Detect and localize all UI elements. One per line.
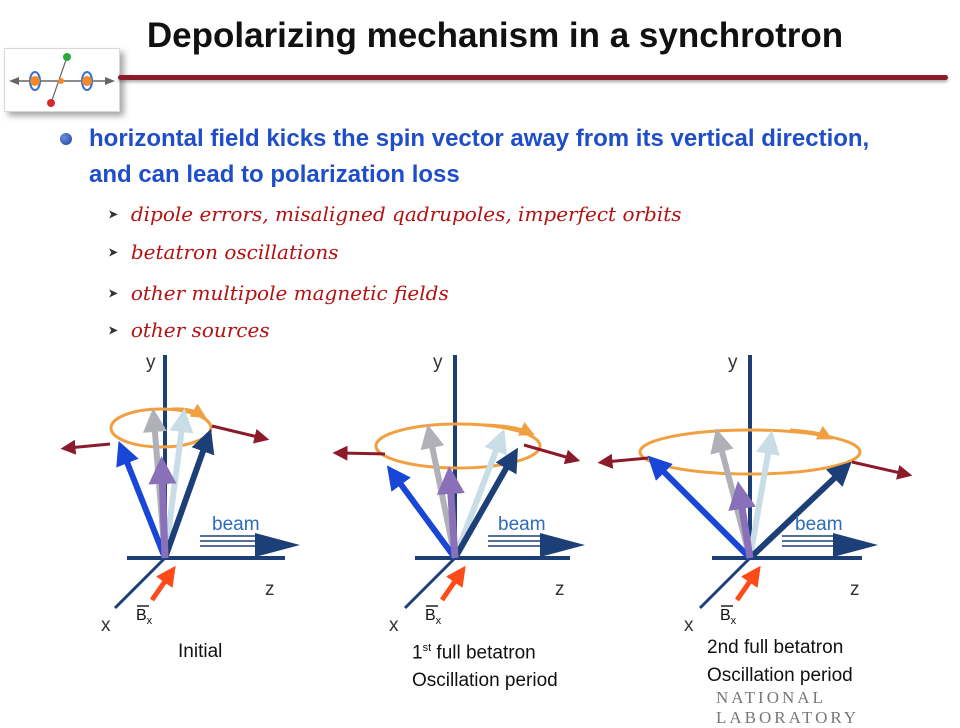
kick-arrow: [523, 443, 581, 465]
spin-diagrams: y z x beam Bx y z x beam Bx: [60, 352, 913, 636]
field-label: Bx: [720, 607, 737, 627]
spin-vector: [116, 440, 168, 560]
field-label: Bx: [136, 607, 153, 627]
caption-initial: Initial: [178, 641, 223, 662]
title-rule: [118, 75, 948, 80]
kick-arrow: [851, 460, 913, 480]
watermark: NATIONAL LABORATORY: [716, 688, 860, 727]
logo-icon: [9, 53, 115, 107]
precession-ring: [109, 407, 213, 449]
panel-initial: y z x beam Bx: [60, 352, 300, 636]
beam-label: beam: [498, 514, 546, 535]
caption-first-oscillation: 1st full betatron Oscillation period: [412, 642, 558, 692]
beam-arrow-icon: [833, 533, 878, 557]
arrow-bullet-icon: ➤: [108, 205, 119, 226]
sub-bullet: ➤dipole errors, misaligned qadrupoles, i…: [108, 202, 682, 226]
beam-arrow-icon: [540, 533, 585, 557]
logo: [4, 48, 120, 112]
field-arrow: [149, 565, 176, 602]
kick-arrow: [332, 445, 386, 461]
axis-label-z: z: [850, 579, 860, 600]
axis-label-z: z: [265, 579, 275, 600]
beam-arrow-icon: [255, 533, 300, 557]
sub-bullet: ➤other sources: [108, 318, 270, 342]
axis-label-x: x: [101, 615, 111, 636]
precession-ring: [638, 428, 862, 476]
field-label: Bx: [425, 607, 442, 627]
field-arrow: [734, 565, 761, 602]
page-title: Depolarizing mechanism in a synchrotron: [146, 16, 844, 55]
arrow-bullet-icon: ➤: [108, 284, 119, 305]
sub-bullet: ➤betatron oscillations: [108, 240, 339, 264]
spin-vector: [386, 465, 458, 560]
panel-first-oscillation: y z x beam Bx: [332, 352, 585, 636]
arrow-bullet-icon: ➤: [108, 243, 119, 264]
kick-arrow: [211, 424, 270, 444]
kick-arrow: [60, 439, 111, 455]
beam-label: beam: [795, 514, 843, 535]
spin-vector: [647, 455, 753, 561]
x-axis: [113, 556, 167, 610]
main-bullet: horizontal field kicks the spin vector a…: [89, 125, 870, 188]
axis-label-y: y: [728, 352, 738, 373]
panel-second-oscillation: y z x beam Bx: [597, 352, 913, 636]
bullet-dot-icon: [60, 133, 72, 145]
axis-label-y: y: [433, 352, 443, 373]
x-axis: [698, 556, 752, 610]
kick-arrow: [597, 453, 649, 469]
caption-second-oscillation: 2nd full betatron Oscillation period: [707, 637, 853, 686]
axis-label-x: x: [389, 615, 399, 636]
axis-label-y: y: [146, 352, 156, 373]
beam-label: beam: [212, 514, 260, 535]
sub-bullet: ➤other multipole magnetic fields: [108, 281, 449, 305]
field-arrow: [439, 565, 466, 602]
axis-label-x: x: [684, 615, 694, 636]
precession-ring: [374, 422, 542, 470]
axis-label-z: z: [555, 579, 565, 600]
x-axis: [403, 556, 457, 610]
arrow-bullet-icon: ➤: [108, 321, 119, 342]
